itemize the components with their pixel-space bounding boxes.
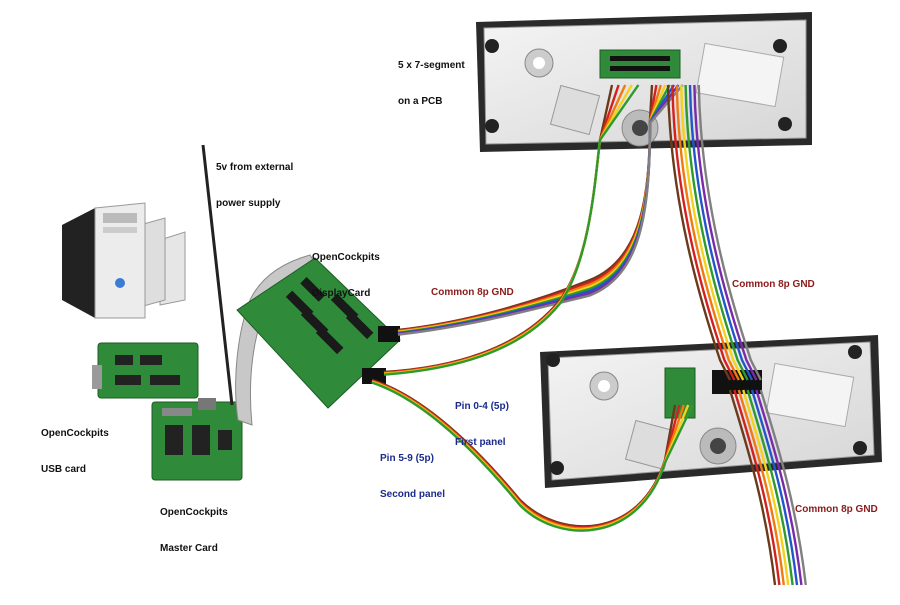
ribbon-wire	[733, 389, 781, 586]
ribbon-wire	[371, 381, 694, 532]
ribbon-wire	[746, 389, 794, 586]
label-master-card-line2: Master Card	[160, 543, 218, 554]
label-display-pcb: 5 x 7-segment on a PCB	[398, 36, 465, 132]
label-display-card-line2: DisplayCard	[312, 288, 371, 299]
computer-icon	[62, 202, 186, 319]
label-display-card: OpenCockpits DisplayCard	[312, 228, 380, 324]
label-pin-second-line2: Second panel	[380, 489, 446, 500]
label-common-gnd-bottom: Common 8p GND	[795, 504, 878, 515]
ribbon-wire	[397, 84, 684, 336]
ribbon-wire	[737, 389, 785, 586]
label-power-line1: 5v from external	[216, 162, 294, 173]
ribbon-gnd-upper	[397, 84, 684, 336]
label-power-line2: power supply	[216, 198, 281, 209]
display-card	[236, 257, 401, 409]
ribbon-wire	[383, 84, 640, 376]
label-display-card-line1: OpenCockpits	[312, 252, 380, 263]
label-pin-first: Pin 0-4 (5p) First panel	[455, 377, 509, 473]
label-pin-first-line2: First panel	[455, 437, 506, 448]
ribbon-wire	[675, 84, 740, 381]
ribbon-wire	[671, 84, 736, 381]
ribbon-wire	[666, 84, 732, 381]
ribbon-wire	[680, 84, 745, 381]
ribbon-wire	[684, 84, 749, 381]
ribbon-wire	[693, 84, 758, 381]
ribbon-wire	[750, 389, 799, 586]
ribbon-gnd-link	[666, 84, 762, 381]
label-pin-first-line1: Pin 0-4 (5p)	[455, 401, 509, 412]
master-card	[151, 398, 243, 481]
label-display-pcb-line2: on a PCB	[398, 96, 443, 107]
label-master-card-line1: OpenCockpits	[160, 507, 228, 518]
display-panel-lower	[540, 335, 882, 488]
ribbon-wire	[688, 84, 754, 381]
ribbon-wire	[755, 389, 803, 586]
ribbon-wire	[697, 84, 762, 381]
label-master-card: OpenCockpits Master Card	[160, 483, 228, 579]
label-common-gnd-right: Common 8p GND	[732, 279, 815, 290]
power-cable	[201, 144, 234, 406]
display-panel-upper	[476, 12, 812, 152]
ribbon-wire	[742, 389, 790, 586]
ribbon-pin-first	[383, 84, 640, 376]
usb-card	[92, 342, 199, 399]
ribbon-gnd-lower	[728, 389, 807, 586]
label-display-pcb-line1: 5 x 7-segment	[398, 60, 465, 71]
label-power: 5v from external power supply	[216, 138, 293, 234]
rainbow-ribbon-cables	[371, 84, 807, 586]
label-pin-second: Pin 5-9 (5p) Second panel	[380, 429, 445, 525]
ribbon-wire	[728, 389, 777, 586]
label-common-gnd-left: Common 8p GND	[431, 287, 514, 298]
label-usb-card-line1: OpenCockpits	[41, 428, 109, 439]
label-pin-second-line1: Pin 5-9 (5p)	[380, 453, 434, 464]
ribbon-pin-second	[371, 378, 694, 532]
label-usb-card: OpenCockpits USB card	[41, 404, 109, 500]
label-usb-card-line2: USB card	[41, 464, 87, 475]
ribbon-wire	[759, 389, 807, 586]
